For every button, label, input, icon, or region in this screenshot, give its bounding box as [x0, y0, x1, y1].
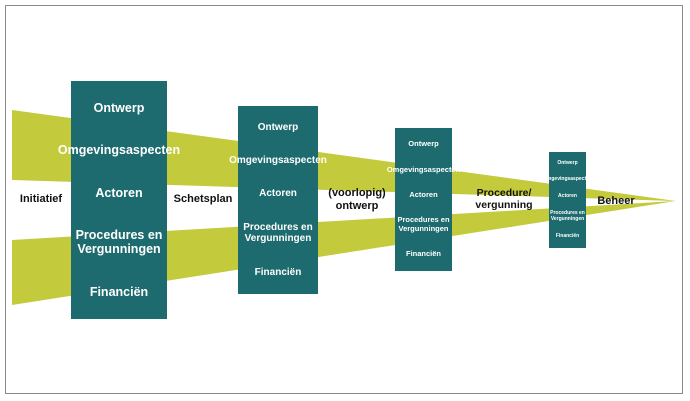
stage-voorlopig-line1: (voorlopig): [328, 187, 386, 199]
box-item-actoren: Actoren: [558, 193, 577, 200]
stage-voorlopig-line2: ontwerp: [335, 199, 379, 212]
box-item-financien: Financiën: [405, 249, 441, 258]
stage-beheer-label: Beheer: [597, 195, 635, 207]
funnel-lower-band: [12, 201, 676, 305]
box-item-omgevingsaspecten: Omgevingsaspecten: [386, 164, 461, 174]
box-item-actoren: Actoren: [259, 188, 297, 200]
box-item-procedures: Procedures en Vergunningen: [243, 221, 313, 245]
stage-schetsplan-label: Schetsplan: [173, 193, 233, 205]
box-item-procedures: Procedures en Vergunningen: [397, 215, 450, 233]
box-item-procedures: Procedures en Vergunningen: [75, 227, 163, 257]
box-item-ontwerp: Ontwerp: [93, 100, 145, 115]
stage-procedure-line1: Procedure/: [476, 187, 532, 199]
box-item-omgevingsaspecten: Omgevingsaspecten: [57, 143, 181, 158]
box-item-ontwerp: Ontwerp: [408, 139, 439, 149]
stage-procedure-vergunning: Procedure/ vergunning: [468, 187, 540, 211]
stage-schetsplan: Schetsplan: [170, 193, 236, 206]
phase-box-2: Ontwerp Omgevingsaspecten Actoren Proced…: [229, 106, 327, 294]
box-item-actoren: Actoren: [409, 189, 438, 199]
stage-initiatief-label: Initiatief: [19, 193, 63, 205]
box-item-financien: Financiën: [89, 284, 149, 299]
box-item-procedures: Procedures en Vergunningen: [550, 210, 585, 222]
stage-beheer: Beheer: [594, 195, 638, 208]
phase-box-1: Ontwerp Omgevingsaspecten Actoren Proced…: [58, 81, 180, 319]
box-item-ontwerp: Ontwerp: [257, 121, 299, 133]
box-item-omgevingsaspecten: Omgevingsaspecten: [543, 176, 592, 183]
stage-voorlopig-ontwerp: (voorlopig) ontwerp: [320, 187, 394, 212]
phase-box-4: Ontwerp Omgevingsaspecten Actoren Proced…: [543, 152, 592, 248]
box-item-ontwerp: Ontwerp: [557, 159, 578, 166]
box-item-actoren: Actoren: [95, 185, 143, 200]
stage-procedure-line2: vergunning: [475, 199, 533, 212]
funnel-upper-band: [12, 110, 676, 201]
box-item-financien: Financiën: [254, 266, 302, 278]
box-item-omgevingsaspecten: Omgevingsaspecten: [229, 155, 327, 167]
phase-box-3: Ontwerp Omgevingsaspecten Actoren Proced…: [387, 128, 460, 271]
stage-initiatief: Initiatief: [14, 193, 68, 206]
box-item-financien: Financiën: [555, 232, 580, 239]
